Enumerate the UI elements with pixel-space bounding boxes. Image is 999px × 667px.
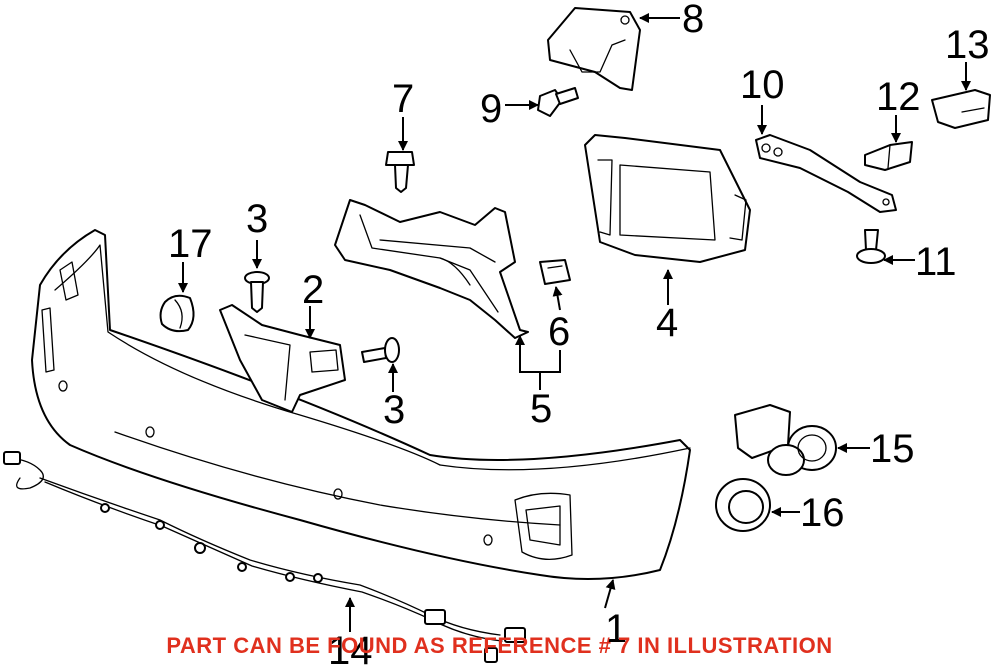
- splash-shield: [584, 134, 751, 263]
- bolt-ref-11: [856, 229, 886, 264]
- callout-1: 1: [605, 607, 627, 651]
- upper-bracket: [547, 7, 641, 91]
- callout-labels: 1 2 3 3 4 5 6 7 8 9 10 11 12 13 14 15 16…: [168, 0, 990, 667]
- callout-9: 9: [480, 87, 502, 131]
- callout-4: 4: [656, 301, 678, 345]
- end-cap: [931, 89, 991, 129]
- parking-sensor: [734, 404, 837, 476]
- retainer-clip: [159, 294, 195, 333]
- callout-3-upper: 3: [246, 197, 268, 241]
- callout-12: 12: [876, 75, 921, 119]
- callout-15: 15: [870, 427, 915, 471]
- bolt-upper: [244, 271, 270, 313]
- callout-3-lower: 3: [383, 388, 405, 432]
- callout-7: 7: [392, 77, 414, 121]
- bumper-face-bar: [31, 229, 691, 580]
- callout-6: 6: [548, 310, 570, 354]
- callout-11: 11: [915, 240, 957, 284]
- sensor-ring: [715, 478, 771, 532]
- small-bracket: [864, 141, 913, 171]
- callout-16: 16: [800, 491, 845, 535]
- reference-notice: PART CAN BE FOUND AS REFERENCE # 7 IN IL…: [166, 633, 833, 658]
- callout-2: 2: [302, 268, 324, 312]
- bolt-lower: [361, 337, 400, 363]
- mounting-bracket: [334, 199, 529, 339]
- callout-13: 13: [945, 23, 990, 67]
- leader-lines: [178, 13, 971, 632]
- callout-14: 14: [328, 629, 373, 667]
- tow-bar: [755, 134, 897, 213]
- callout-10: 10: [740, 63, 785, 107]
- bumper-bracket: [219, 304, 346, 413]
- nut-clip: [539, 259, 571, 285]
- wiring-harness: [3, 451, 526, 663]
- callout-17: 17: [168, 222, 213, 266]
- callout-5: 5: [530, 387, 552, 431]
- bolt-ref-9: [537, 87, 579, 117]
- callout-8: 8: [682, 0, 704, 41]
- bolt-ref-7: [385, 151, 415, 193]
